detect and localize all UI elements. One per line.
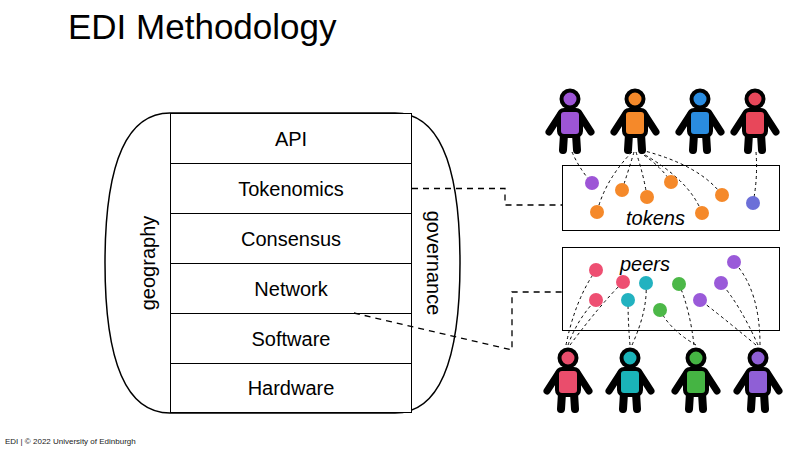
layer-box: Hardware <box>170 363 412 413</box>
layer-box: Network <box>170 263 412 314</box>
peer-link <box>734 262 760 345</box>
token-dot <box>615 183 629 197</box>
side-label: geography <box>136 216 160 311</box>
token-dot <box>664 175 678 189</box>
token-dot <box>695 206 709 220</box>
owner-link <box>636 152 647 197</box>
layer-label: Hardware <box>248 376 335 400</box>
peer-link <box>568 300 596 345</box>
peer-link <box>566 270 596 345</box>
owner-link <box>572 152 592 183</box>
owner-link <box>597 152 632 212</box>
peer-dot <box>616 275 630 289</box>
token-dot <box>590 205 604 219</box>
person-figure <box>614 91 656 151</box>
peer-dot <box>714 276 728 290</box>
peer-dot <box>621 293 635 307</box>
dashed-connector <box>412 189 562 206</box>
person-figure <box>734 91 776 151</box>
token-box: tokens <box>562 165 780 231</box>
peer-link <box>570 282 623 345</box>
peer-dot <box>693 293 707 307</box>
layer-box: Tokenomics <box>170 163 412 214</box>
layer-label: Network <box>254 277 327 301</box>
dashed-connector <box>354 292 562 350</box>
token-holders <box>549 91 776 151</box>
side-label: governance <box>422 211 446 316</box>
peer-dot <box>589 263 603 277</box>
layer-box: API <box>170 113 412 164</box>
layer-label: API <box>275 127 307 151</box>
owner-link <box>753 152 757 203</box>
layer-box: Consensus <box>170 213 412 264</box>
owner-link <box>622 152 634 190</box>
person-figure <box>609 350 651 410</box>
peer-link <box>628 300 630 345</box>
layer-label: Consensus <box>241 227 341 251</box>
person-figure <box>737 350 779 410</box>
token-dot <box>585 176 599 190</box>
person-figure <box>547 350 589 410</box>
token-dot <box>715 188 729 202</box>
peer-dot <box>589 293 603 307</box>
peer-operators <box>547 350 779 410</box>
box-label: peers <box>620 252 670 276</box>
layer-label: Software <box>252 327 331 351</box>
peer-dot <box>672 277 686 291</box>
slide-title: EDI Methodology <box>68 6 336 48</box>
peer-box: peers <box>562 247 780 331</box>
token-dot <box>746 196 760 210</box>
footer-note: EDI | © 2022 University of Edinburgh <box>5 437 136 447</box>
peer-dot <box>639 276 653 290</box>
layer-stack: geography governance API TokenomicsConsensu… <box>105 113 460 413</box>
owner-link <box>641 150 722 195</box>
peer-link <box>632 283 646 345</box>
pill-outline-path <box>105 113 460 413</box>
owner-link <box>639 152 671 182</box>
person-figure <box>549 91 591 151</box>
layer-box: Software <box>170 313 412 364</box>
owner-link <box>640 152 702 213</box>
peer-dot <box>653 303 667 317</box>
person-figure <box>679 91 721 151</box>
box-label: tokens <box>626 206 685 230</box>
peer-link <box>679 284 694 345</box>
layer-label: Tokenomics <box>238 177 344 201</box>
peer-link <box>700 300 756 345</box>
peer-link <box>660 310 696 345</box>
peer-link <box>721 283 758 345</box>
person-figure <box>675 350 717 410</box>
token-dot <box>640 190 654 204</box>
peer-dot <box>727 255 741 269</box>
